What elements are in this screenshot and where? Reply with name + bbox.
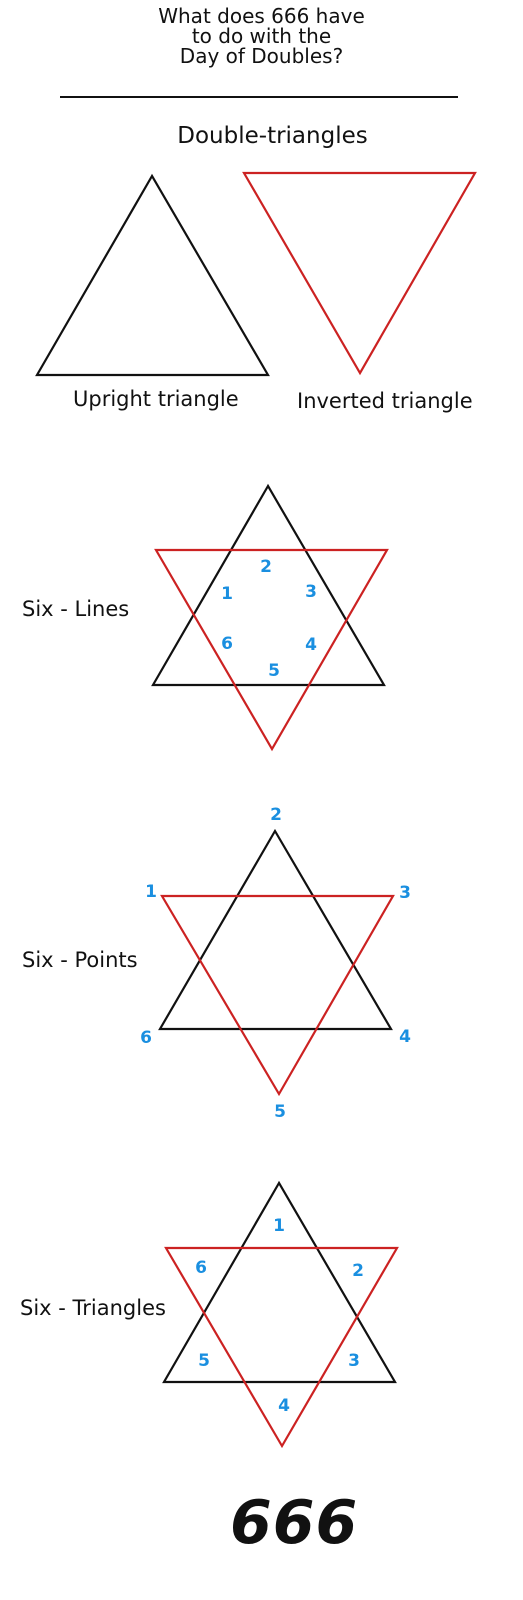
six-points-upright-triangle [158, 828, 393, 1031]
six-triangles-upright-triangle [162, 1180, 397, 1384]
six-lines-number-5: 5 [268, 661, 280, 681]
big-number-666: 666 [230, 1488, 359, 1558]
six-triangles-number-5: 5 [198, 1351, 210, 1371]
divider [60, 96, 458, 98]
six-points-number-6: 6 [140, 1028, 152, 1048]
six-points-number-5: 5 [274, 1102, 286, 1122]
six-triangles-number-4: 4 [278, 1396, 290, 1416]
six-lines-inverted-triangle [154, 548, 389, 752]
six-lines-number-1: 1 [221, 584, 233, 604]
six-lines-label: Six - Lines [22, 597, 130, 621]
six-triangles-inverted-triangle [164, 1246, 399, 1449]
six-lines-number-3: 3 [305, 582, 317, 602]
six-points-number-4: 4 [399, 1027, 411, 1047]
six-lines-number-6: 6 [221, 634, 233, 654]
upright-triangle [35, 173, 270, 377]
six-triangles-number-2: 2 [352, 1261, 364, 1281]
title-line-1: What does 666 have [158, 4, 365, 28]
six-points-number-1: 1 [145, 882, 157, 902]
six-points-label: Six - Points [22, 948, 138, 972]
six-triangles-number-6: 6 [195, 1258, 207, 1278]
six-triangles-number-1: 1 [273, 1216, 285, 1236]
page-title: What does 666 have to do with the Day of… [0, 6, 523, 66]
six-triangles-number-3: 3 [348, 1351, 360, 1371]
six-triangles-label: Six - Triangles [20, 1296, 166, 1320]
title-line-3: Day of Doubles? [179, 44, 344, 68]
six-points-inverted-triangle [160, 894, 395, 1097]
title-line-2: to do with the [191, 24, 332, 48]
six-points-number-2: 2 [270, 805, 282, 825]
inverted-triangle-label: Inverted triangle [297, 389, 473, 413]
section-title: Double-triangles [177, 123, 368, 149]
upright-triangle-label: Upright triangle [73, 387, 239, 411]
six-lines-number-2: 2 [260, 557, 272, 577]
inverted-triangle [242, 171, 477, 376]
six-points-number-3: 3 [399, 883, 411, 903]
six-lines-number-4: 4 [305, 635, 317, 655]
six-lines-upright-triangle [151, 483, 386, 687]
